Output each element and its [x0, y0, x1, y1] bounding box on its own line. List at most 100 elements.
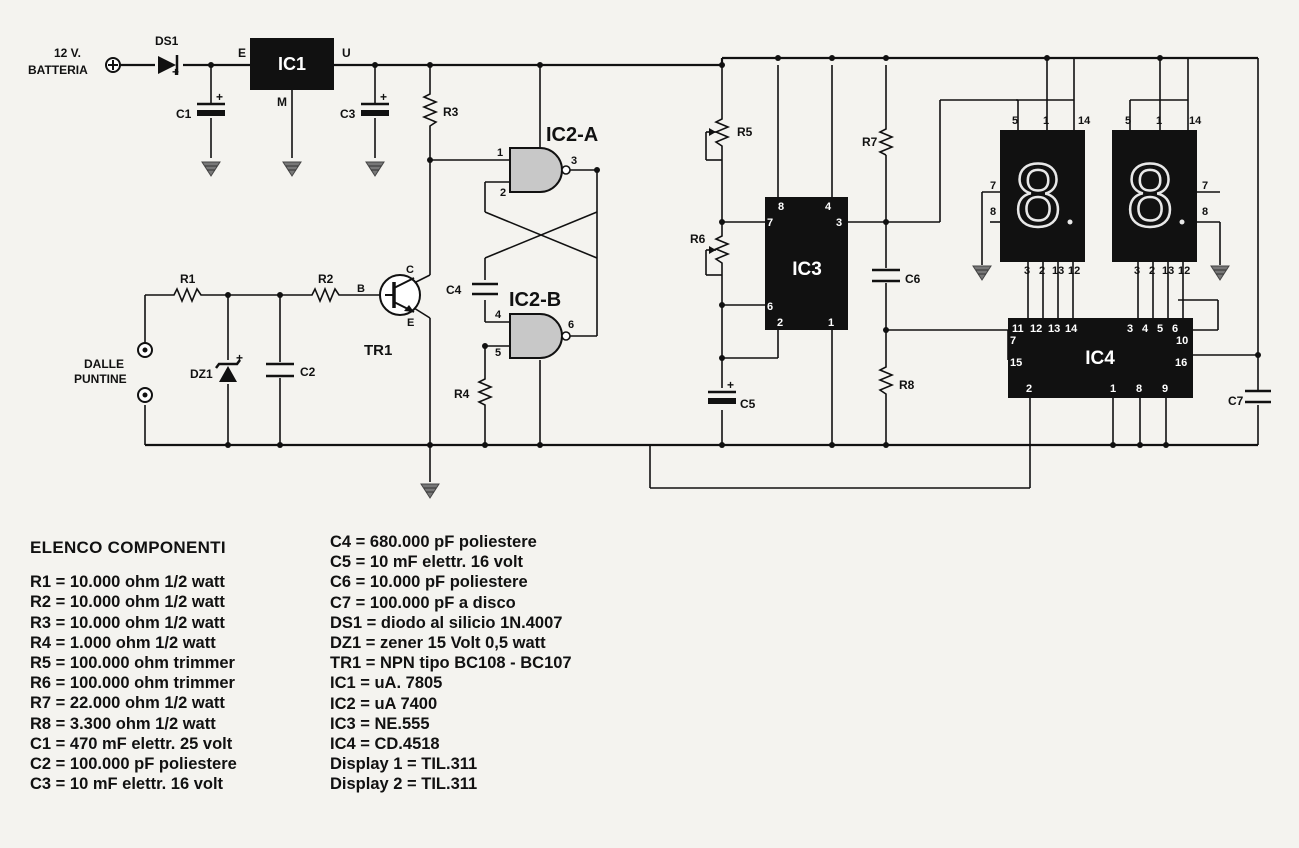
pin-label: 6 — [767, 301, 773, 313]
pin-label: 3 — [836, 217, 842, 229]
pin-label: 10 — [1176, 335, 1188, 347]
diode-ds1-icon — [158, 55, 179, 75]
pin-label: 8 — [1136, 383, 1142, 395]
ic1-block — [250, 38, 334, 90]
pin-label: 13 — [1052, 265, 1064, 277]
component-entry: C4 = 680.000 pF poliestere — [330, 533, 537, 551]
ic4-block — [1008, 318, 1193, 398]
resistor-r4-icon — [476, 375, 494, 408]
pin-label: 7 — [767, 217, 773, 229]
component-entry: C1 = 470 mF elettr. 25 volt — [30, 734, 233, 753]
pin-label: 3 — [1024, 265, 1030, 277]
input-label-2: PUNTINE — [74, 372, 127, 386]
capacitor-c3-icon — [361, 102, 389, 116]
ground-icon — [420, 483, 440, 499]
display-1-digit: 8 — [1013, 148, 1064, 246]
zener-diode-dz1-icon — [215, 359, 241, 382]
junction-dots — [208, 55, 1261, 448]
ic1-pin-m: M — [277, 95, 287, 109]
component-entry: C7 = 100.000 pF a disco — [330, 593, 516, 612]
ic3-block — [765, 197, 848, 330]
capacitor-c4-icon — [472, 282, 498, 296]
seven-segment-display-1: 8 — [1000, 130, 1085, 262]
input-terminal-icon — [137, 342, 153, 358]
trimmer-r5-icon — [705, 115, 731, 161]
pin-label: 8 — [778, 201, 784, 213]
ground-icon — [365, 161, 385, 177]
tr1-label: TR1 — [364, 342, 392, 359]
component-entry: R2 = 10.000 ohm 1/2 watt — [30, 593, 225, 612]
pin-label: 3 — [1127, 323, 1133, 335]
wires — [119, 56, 1259, 489]
capacitor-c1-icon — [197, 102, 225, 116]
svg-text:+: + — [216, 90, 223, 104]
pin-label: 8 — [990, 206, 996, 218]
r5-label: R5 — [737, 125, 753, 139]
component-entry: C5 = 10 mF elettr. 16 volt — [330, 553, 524, 572]
pin-label: 3 — [1134, 265, 1140, 277]
pin-label: 14 — [1065, 323, 1078, 335]
c5-label: C5 — [740, 397, 756, 411]
ic4-label: IC4 — [1085, 348, 1115, 369]
pin-label: 7 — [1202, 180, 1208, 192]
ground-icon — [972, 265, 992, 281]
pin-label: 5 — [1125, 115, 1131, 127]
component-entry: R3 = 10.000 ohm 1/2 watt — [30, 613, 225, 632]
component-entry: R5 = 100.000 ohm trimmer — [30, 654, 235, 673]
svg-text:+: + — [236, 351, 243, 365]
pin-label: 4 — [1142, 323, 1149, 335]
r7-label: R7 — [862, 135, 878, 149]
pin-label: 12 — [1068, 265, 1080, 277]
ic1-pin-u: U — [342, 46, 351, 60]
r4-label: R4 — [454, 387, 470, 401]
battery-voltage-label: 12 V. — [54, 46, 81, 60]
pin-label: 1 — [1156, 115, 1162, 127]
nand-gate-ic2a-icon — [509, 147, 571, 193]
pin-label: 2 — [1039, 265, 1045, 277]
display-2-digit: 8 — [1125, 148, 1176, 246]
ds1-label: DS1 — [155, 34, 179, 48]
battery-terminal-icon — [105, 57, 121, 73]
circuit-schematic: 12 V. BATTERIA DS1 + IC1 E U M + C1 + C3… — [28, 34, 1271, 499]
pin-label: 1 — [497, 147, 503, 159]
pin-label: 4 — [825, 201, 832, 213]
ground-icon — [1210, 265, 1230, 281]
pin-label: 11 — [1012, 323, 1024, 335]
pin-label: 7 — [990, 180, 996, 192]
pin-label: 1 — [1043, 115, 1049, 127]
pin-label: 5 — [1012, 115, 1018, 127]
tr1-pin-c: C — [406, 264, 414, 276]
pin-label: 5 — [495, 347, 501, 359]
svg-text:+: + — [172, 65, 179, 79]
component-entry: C3 = 10 mF elettr. 16 volt — [30, 775, 224, 794]
c1-label: C1 — [176, 107, 192, 121]
capacitor-c5-icon — [708, 390, 736, 404]
component-entry: C2 = 100.000 pF poliestere — [30, 755, 237, 774]
pin-label: 1 — [828, 317, 834, 329]
resistor-r8-icon — [877, 362, 895, 400]
capacitor-c2-icon — [266, 362, 294, 378]
dz1-label: DZ1 — [190, 367, 213, 381]
nand-gate-ic2b-icon — [509, 313, 571, 359]
c2-label: C2 — [300, 365, 316, 379]
component-entry: TR1 = NPN tipo BC108 - BC107 — [330, 654, 572, 673]
capacitor-c6-icon — [872, 268, 900, 283]
resistor-r7-icon — [877, 125, 895, 156]
r6-label: R6 — [690, 232, 706, 246]
pin-label: 2 — [777, 317, 783, 329]
trimmer-r6-icon — [705, 232, 731, 276]
battery-label: BATTERIA — [28, 63, 88, 77]
component-entry: DS1 = diodo al silicio 1N.4007 — [330, 613, 563, 632]
r8-label: R8 — [899, 378, 915, 392]
r3-label: R3 — [443, 105, 459, 119]
r2-label: R2 — [318, 272, 334, 286]
pin-label: 12 — [1030, 323, 1042, 335]
component-entry: R1 = 10.000 ohm 1/2 watt — [30, 573, 225, 592]
component-entry: IC3 = NE.555 — [330, 714, 430, 733]
resistor-r2-icon — [308, 286, 343, 304]
pin-label: 16 — [1175, 357, 1187, 369]
svg-text:+: + — [380, 90, 387, 104]
pin-label: 14 — [1078, 115, 1091, 127]
component-entry: Display 2 = TIL.311 — [330, 775, 478, 794]
component-entry: R8 = 3.300 ohm 1/2 watt — [30, 714, 216, 733]
